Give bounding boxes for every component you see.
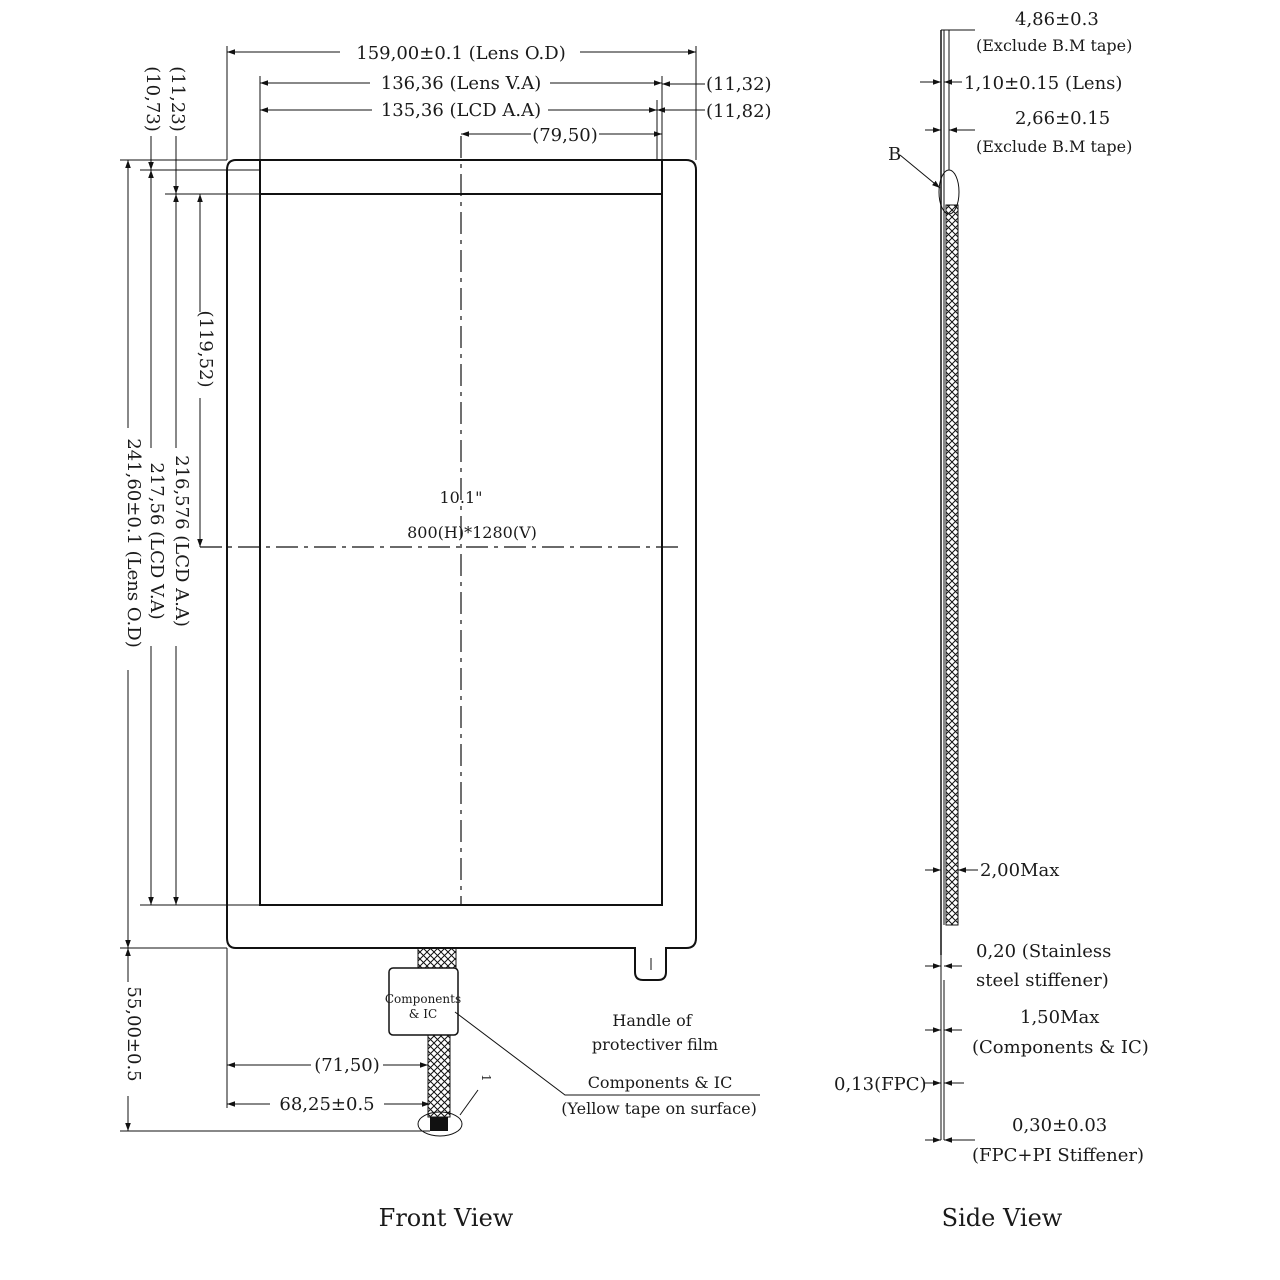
handle-note-line1: Handle of [612, 1011, 692, 1030]
t486-note: (Exclude B.M tape) [976, 36, 1132, 55]
dim-mask-9 [116, 982, 140, 1096]
dim-mask-1 [340, 40, 580, 64]
lens-outline [226, 159, 697, 981]
t486-label: 4,86±0.3 [1015, 9, 1099, 30]
fpc-end-ellipse [417, 1111, 463, 1137]
t150-label: 1,50Max [1020, 1007, 1099, 1028]
dim-1073: (10,73) [142, 66, 163, 132]
fpc-upper [417, 947, 457, 969]
side-view: B 4,86±0.3 (Exclude B.M tape) 1,10±0.15 … [834, 9, 1149, 1232]
dim-mask-11 [270, 1092, 384, 1116]
front-view-title: Front View [379, 1204, 514, 1232]
components-ic-box [388, 967, 459, 1036]
dim-lcd-aa-h: 216,576 (LCD A.A) [171, 455, 192, 627]
t266-note: (Exclude B.M tape) [976, 137, 1132, 156]
dim-lens-od-width: 159,00±0.1 (Lens O.D) [356, 43, 565, 64]
t030-note: (FPC+PI Stiffener) [972, 1145, 1144, 1166]
handle-note-line2: protectiver film [592, 1035, 718, 1054]
t013-label: 0,13(FPC) [834, 1074, 927, 1095]
dim-lens-va-width: 136,36 (Lens V.A) [381, 73, 541, 94]
dim-mask-5 [188, 312, 212, 398]
dim-mask-3 [372, 99, 548, 121]
t020-note: steel stiffener) [976, 970, 1109, 991]
dim-11952: (119,52) [195, 310, 216, 387]
dim-mask-2 [370, 72, 550, 94]
t110-label: 1,10±0.15 (Lens) [964, 73, 1122, 94]
dim-6825: 68,25±0.5 [279, 1094, 374, 1115]
dim-fpc-len: 55,00±0.5 [123, 986, 144, 1081]
dim-7150: (71,50) [314, 1055, 380, 1076]
dim-7950: (79,50) [532, 125, 598, 146]
dim-mask-6 [164, 448, 188, 646]
fpc-pin-pad [430, 1117, 448, 1131]
side-detail-b [938, 169, 960, 215]
dim-lcd-va-h: 217,56 (LCD V.A) [146, 462, 167, 619]
resolution-label: 800(H)*1280(V) [407, 523, 537, 542]
size-label: 10.1" [440, 488, 483, 507]
b-leader [899, 154, 941, 189]
front-view: Components & IC 1 159,00±0.1 (Lens O.D) … [116, 40, 772, 1232]
components-note-line1: Components & IC [588, 1073, 733, 1092]
dim-mask-10 [311, 1053, 383, 1077]
dim-1123: (11,23) [167, 66, 188, 132]
pin-marker-label: 1 [479, 1074, 493, 1082]
dim-lens-od-h: 241,60±0.1 (Lens O.D) [123, 438, 144, 647]
side-view-title: Side View [942, 1204, 1063, 1232]
t020-label: 0,20 (Stainless [976, 941, 1111, 962]
components-note-line2: (Yellow tape on surface) [561, 1099, 757, 1118]
t030-label: 0,30±0.03 [1012, 1115, 1107, 1136]
side-lcd-module [945, 204, 959, 926]
dim-1132: (11,32) [706, 74, 772, 95]
side-fpc [940, 955, 945, 1140]
dim-lcd-aa-width: 135,36 (LCD A.A) [381, 100, 541, 121]
pin-marker-leader [459, 1089, 479, 1116]
t200-label: 2,00Max [980, 860, 1059, 881]
dim-mask-7 [139, 448, 163, 646]
fpc-lower [427, 1034, 451, 1118]
t150-note: (Components & IC) [972, 1037, 1149, 1058]
dim-1182: (11,82) [706, 101, 772, 122]
callout-b: B [888, 144, 901, 165]
dim-mask-4 [531, 124, 599, 146]
components-box-line1: Components [385, 992, 461, 1006]
components-box-line2: & IC [409, 1007, 437, 1021]
t266-label: 2,66±0.15 [1015, 108, 1110, 129]
components-leader [454, 1011, 760, 1096]
dim-mask-8 [116, 428, 140, 670]
